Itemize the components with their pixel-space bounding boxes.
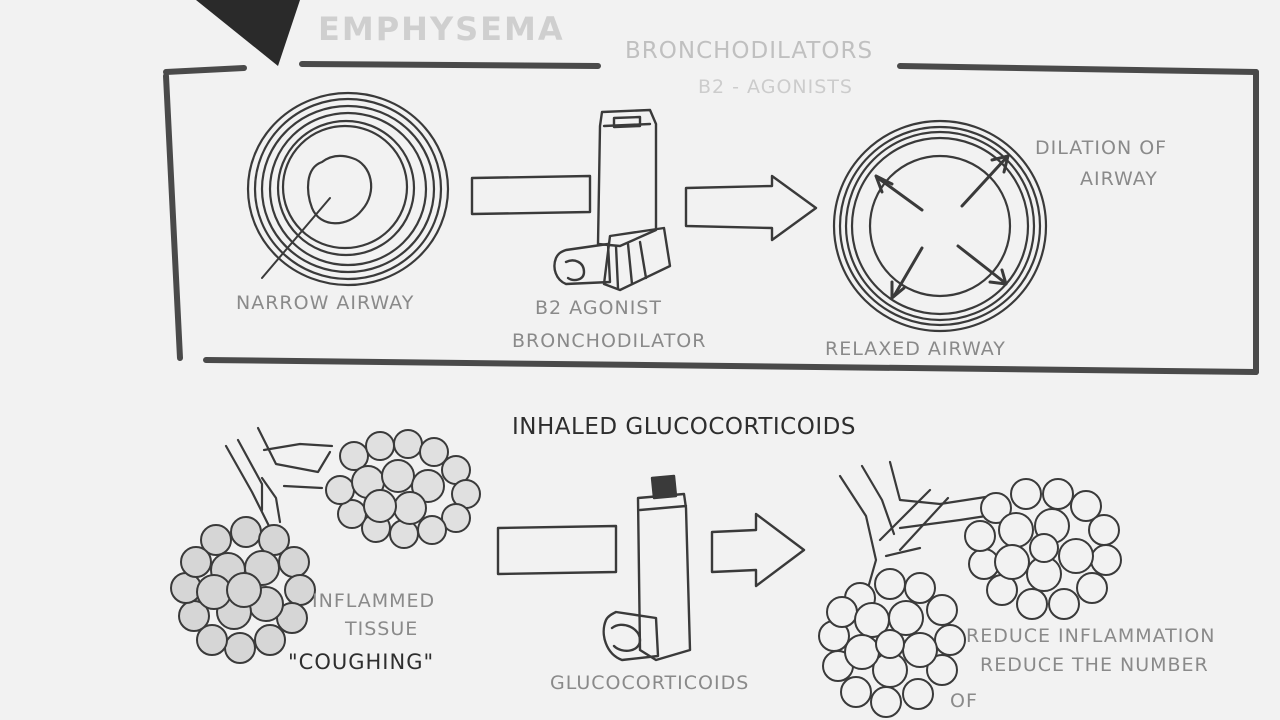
narrow-airway-rings xyxy=(248,93,448,285)
b2-agonist-label: B2 AGONIST xyxy=(535,297,662,319)
dilation-label-line2: AIRWAY xyxy=(1080,168,1158,190)
coughing-label: "COUGHING" xyxy=(288,650,434,674)
inflamed-alveoli-bottom xyxy=(171,517,315,663)
reduce-of-label: OF xyxy=(950,690,978,712)
reduce-number-label: REDUCE THE NUMBER xyxy=(980,654,1209,676)
inflamed-label-line2: TISSUE xyxy=(345,618,418,640)
relaxed-airway-rings xyxy=(834,121,1046,331)
top-panel-heading: BRONCHODILATORS xyxy=(625,38,873,64)
narrow-airway-label: NARROW AIRWAY xyxy=(236,292,414,314)
inflamed-alveoli-top xyxy=(326,430,480,548)
dilation-label-line1: DILATION OF xyxy=(1035,137,1167,159)
corner-marker xyxy=(196,0,300,66)
inflamed-label-line1: INFLAMMED xyxy=(312,590,435,612)
arrow-outline-3 xyxy=(498,526,616,574)
top-panel-subheading: B2 - AGONISTS xyxy=(698,76,853,98)
b2-inhaler-icon xyxy=(554,110,670,290)
reduce-inflammation-label: REDUCE INFLAMMATION xyxy=(966,625,1216,647)
arrow-outline-4 xyxy=(712,514,804,586)
inflamed-bronchi xyxy=(226,428,332,528)
diagram-title: EMPHYSEMA xyxy=(318,10,565,48)
relaxed-airway-label: RELAXED AIRWAY xyxy=(825,338,1006,360)
bottom-panel-heading: INHALED GLUCOCORTICOIDS xyxy=(512,414,856,440)
arrow-outline-2 xyxy=(686,176,816,240)
arrow-outline-1 xyxy=(472,176,590,214)
healthy-alveoli-bottom xyxy=(819,569,965,717)
glucocorticoid-label: GLUCOCORTICOIDS xyxy=(550,672,749,694)
bronchodilator-label: BRONCHODILATOR xyxy=(512,330,706,352)
top-panel-frame xyxy=(166,64,1256,372)
healthy-alveoli-right xyxy=(965,479,1121,619)
